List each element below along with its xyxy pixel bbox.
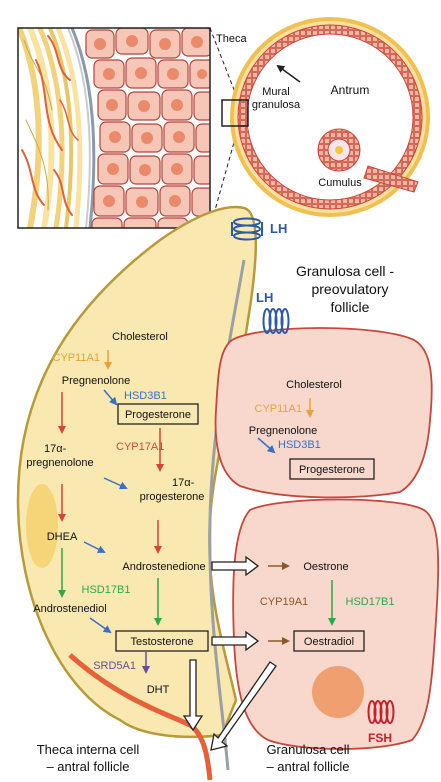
arrow-theca-dhea-andro (83, 541, 106, 553)
label-lh-top: LH (270, 221, 287, 236)
gp-hsd3b1: HSD3B1 (278, 439, 321, 451)
oestradiol-box (293, 630, 365, 652)
transport-testo-down (182, 659, 204, 732)
arrow-theca-preg-prog (103, 389, 118, 406)
testosterone-box (115, 630, 209, 652)
fsh-receptor (367, 700, 395, 724)
granulosa-antral-nucleus (312, 666, 364, 718)
theca-progesterone: Progesterone (125, 409, 191, 421)
ga-cyp19a1: CYP19A1 (260, 596, 308, 608)
progesterone-box-theca (117, 403, 199, 425)
mural-pointer-arrow (276, 64, 301, 83)
granulosa-preov-cell (214, 327, 433, 499)
theca-fibres (18, 28, 83, 228)
membrane-orange-bottom (68, 653, 213, 781)
theca-srd5a1: SRD5A1 (93, 660, 136, 672)
transport-testo (211, 630, 260, 652)
ga-oestradiol: Oestradiol (304, 636, 354, 648)
granulosa-nuclei (94, 35, 207, 208)
theca-17oh-preg-1: 17α- (44, 443, 67, 455)
theca-label-1: Theca interna cell (37, 742, 140, 757)
pathway-arrows (58, 350, 336, 674)
theca-17oh-prog-2: progesterone (140, 491, 205, 503)
theca-dhea: DHEA (47, 531, 78, 543)
theca-cyp11a1: CYP11A1 (53, 352, 101, 364)
theca-17oh-preg-2: pregnenolone (26, 457, 93, 469)
lh-receptor-granulosa (262, 308, 290, 334)
zoom-region-box (221, 99, 249, 127)
cumulus-stalk (363, 165, 419, 193)
transport-arrows (182, 555, 277, 751)
arrow-gp-preg-prog (257, 437, 276, 454)
ga-hsd17b1: HSD17B1 (346, 596, 395, 608)
ga-oestrone: Oestrone (303, 561, 348, 573)
follicle-overview (221, 17, 430, 217)
zoom-inset (17, 27, 239, 229)
ga-label-2: – antral follicle (266, 759, 349, 774)
transport-granulosa-down (210, 661, 277, 751)
basement-membrane (70, 28, 96, 228)
ga-label-1: Granulosa cell (266, 742, 349, 757)
theca-cyp17a1: CYP17A1 (116, 441, 164, 453)
theca-cell (16, 205, 257, 739)
granulosa-preov-title-2: preovulatory (311, 281, 388, 297)
gp-cyp11a1: CYP11A1 (255, 403, 303, 415)
theca-androstenedione: Androstenedione (122, 561, 205, 573)
theca-dht: DHT (147, 684, 170, 696)
gp-cholesterol: Cholesterol (286, 379, 342, 391)
theca-androstenediol: Androstenediol (33, 603, 106, 615)
gp-pregnenolone: Pregnenolone (249, 425, 318, 437)
progesterone-box-granulosa (289, 458, 375, 480)
theca-17oh-prog-1: 17α- (172, 477, 195, 489)
transport-andro (211, 555, 260, 577)
lh-receptor-theca (231, 217, 263, 241)
label-theca: Theca (216, 33, 247, 45)
zoom-frame (17, 27, 211, 229)
granulosa-preov-title-1: Granulosa cell - (296, 263, 394, 279)
label-cumulus: Cumulus (318, 177, 362, 189)
theca-pregnenolone: Pregnenolone (62, 375, 131, 387)
theca-cholesterol: Cholesterol (112, 331, 168, 343)
theca-hsd17b1: HSD17B1 (82, 584, 131, 596)
membrane-grey (208, 259, 246, 771)
label-lh-granulosa: LH (256, 290, 273, 305)
arrow-theca-17oh-17ohp (103, 477, 128, 490)
granulosa-preov-title-3: follicle (331, 299, 370, 315)
theca-hsd3b1: HSD3B1 (124, 390, 167, 402)
theca-nucleus (26, 484, 58, 568)
arrow-theca-adiol-testo (89, 617, 112, 634)
oocyte-nucleus (335, 146, 343, 154)
label-antrum: Antrum (331, 83, 370, 97)
label-mural-1: Mural (262, 86, 290, 98)
label-fsh: FSH (368, 731, 392, 745)
theca-testosterone: Testosterone (131, 636, 194, 648)
theca-label-2: – antral follicle (46, 759, 129, 774)
gp-progesterone: Progesterone (299, 464, 365, 476)
label-mural-2: granulosa (252, 99, 301, 111)
antrum (246, 33, 414, 201)
zoom-connector-top (209, 27, 239, 101)
